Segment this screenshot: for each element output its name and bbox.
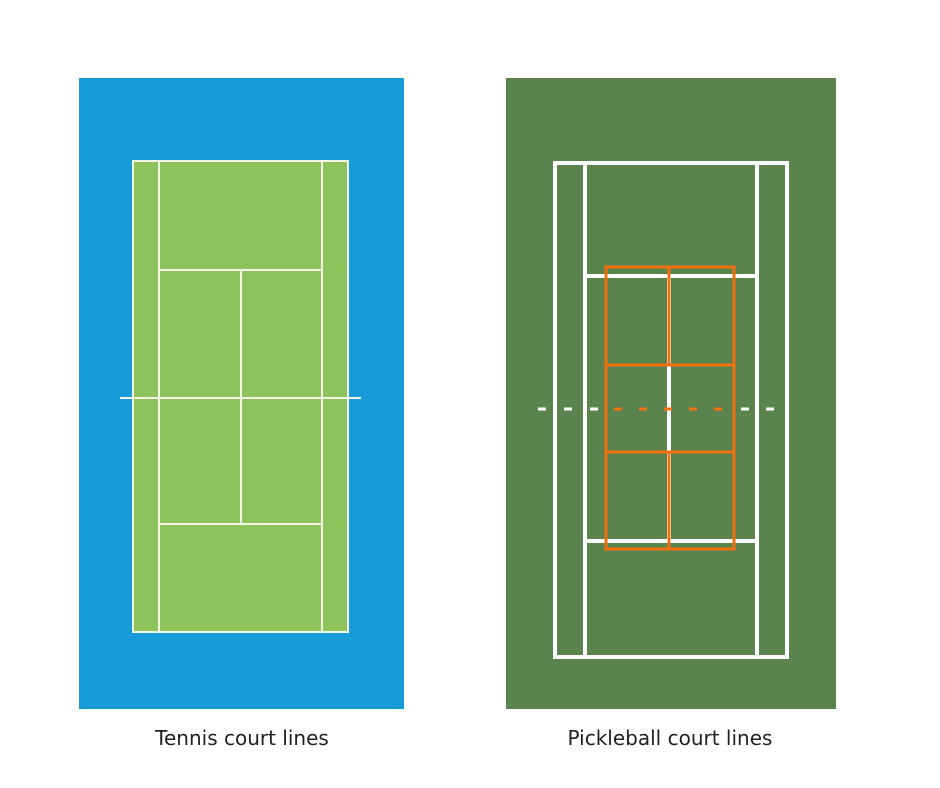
tennis-caption: Tennis court lines xyxy=(155,726,329,750)
pickleball-caption: Pickleball court lines xyxy=(567,726,773,750)
tennis-lines xyxy=(120,160,361,633)
pickleball-lines xyxy=(604,265,736,551)
